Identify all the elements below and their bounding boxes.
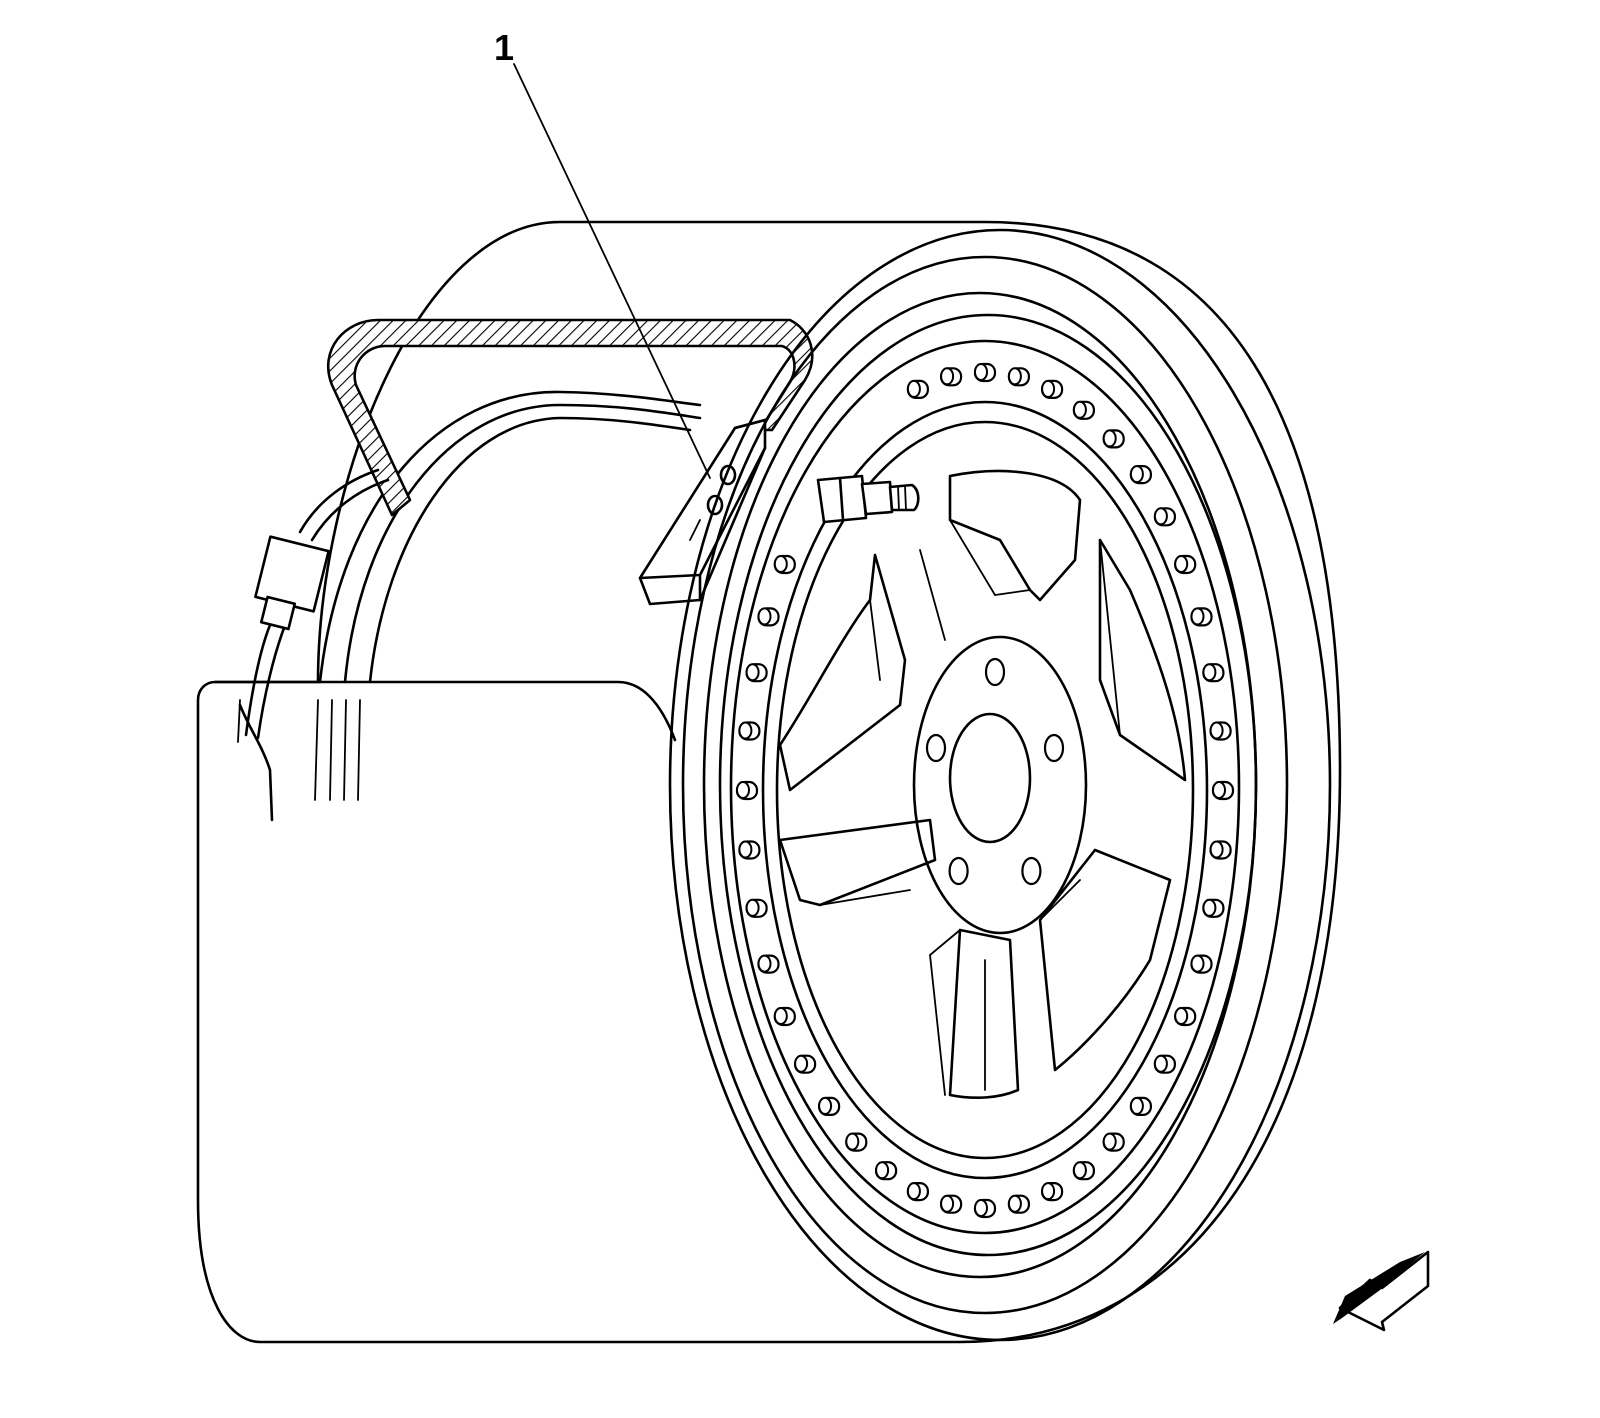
rim-bolt [1129,1096,1153,1117]
rim-bolt-ring [735,362,1235,1219]
rim-bolt [1202,898,1225,918]
lug-hole [1021,856,1042,886]
rim-bolt [757,607,780,627]
rim-bolt [1072,400,1096,420]
callout-1: 1 [494,27,711,479]
lug-hole [984,657,1006,687]
valve-stem [816,474,920,524]
rim-bolt [773,554,796,575]
rim-bolt [745,663,768,683]
rim-bolt [1153,1054,1177,1074]
tire-cutaway [213,318,814,822]
arrow-icon [1333,1250,1430,1332]
rim-bolt [757,954,780,974]
rim-bolt [845,1132,868,1152]
rim-bolt [1209,721,1232,741]
rim-bolt [1007,367,1031,387]
wheel-rim [718,313,1258,1257]
rim-bolt [906,379,930,399]
lug-holes [925,657,1065,886]
rim-bolt [1007,1194,1031,1214]
callout-number: 1 [494,27,514,68]
rim-bolt [793,1054,817,1074]
rim-bolt [1190,954,1213,974]
rim-bolt [773,1006,796,1027]
lug-hole [1043,733,1065,763]
rim-bolt [1072,1161,1096,1181]
rim-bolt [817,1096,841,1117]
lug-hole [925,733,947,763]
rim-bolt [906,1181,930,1202]
rim-bolt [735,780,759,801]
rim-bolt [939,367,963,387]
lug-hole [948,856,969,886]
rim-bolt [973,1198,997,1219]
rim-bolt [1190,607,1213,627]
rim-bolt [738,721,761,741]
rim-bolt [745,898,768,918]
rim-bolt [1174,1006,1197,1027]
rim-bolt [1102,1132,1125,1152]
rim-bolt [738,840,761,860]
rim-bolt [1174,554,1197,575]
rim-bolt [1209,840,1232,860]
rim-bolt [1202,663,1225,683]
rim-bolt [1102,429,1125,449]
rim-bolt [939,1194,963,1214]
wheel-spokes [778,469,1187,1100]
rim-bolt [1211,780,1235,801]
rim-bolt [1129,465,1153,485]
rim-bolt [973,362,997,383]
rim-bolt [1040,379,1064,399]
rim-bolt [1040,1181,1064,1202]
rim-bolt [874,1161,898,1181]
rim-bolt [1153,507,1177,527]
